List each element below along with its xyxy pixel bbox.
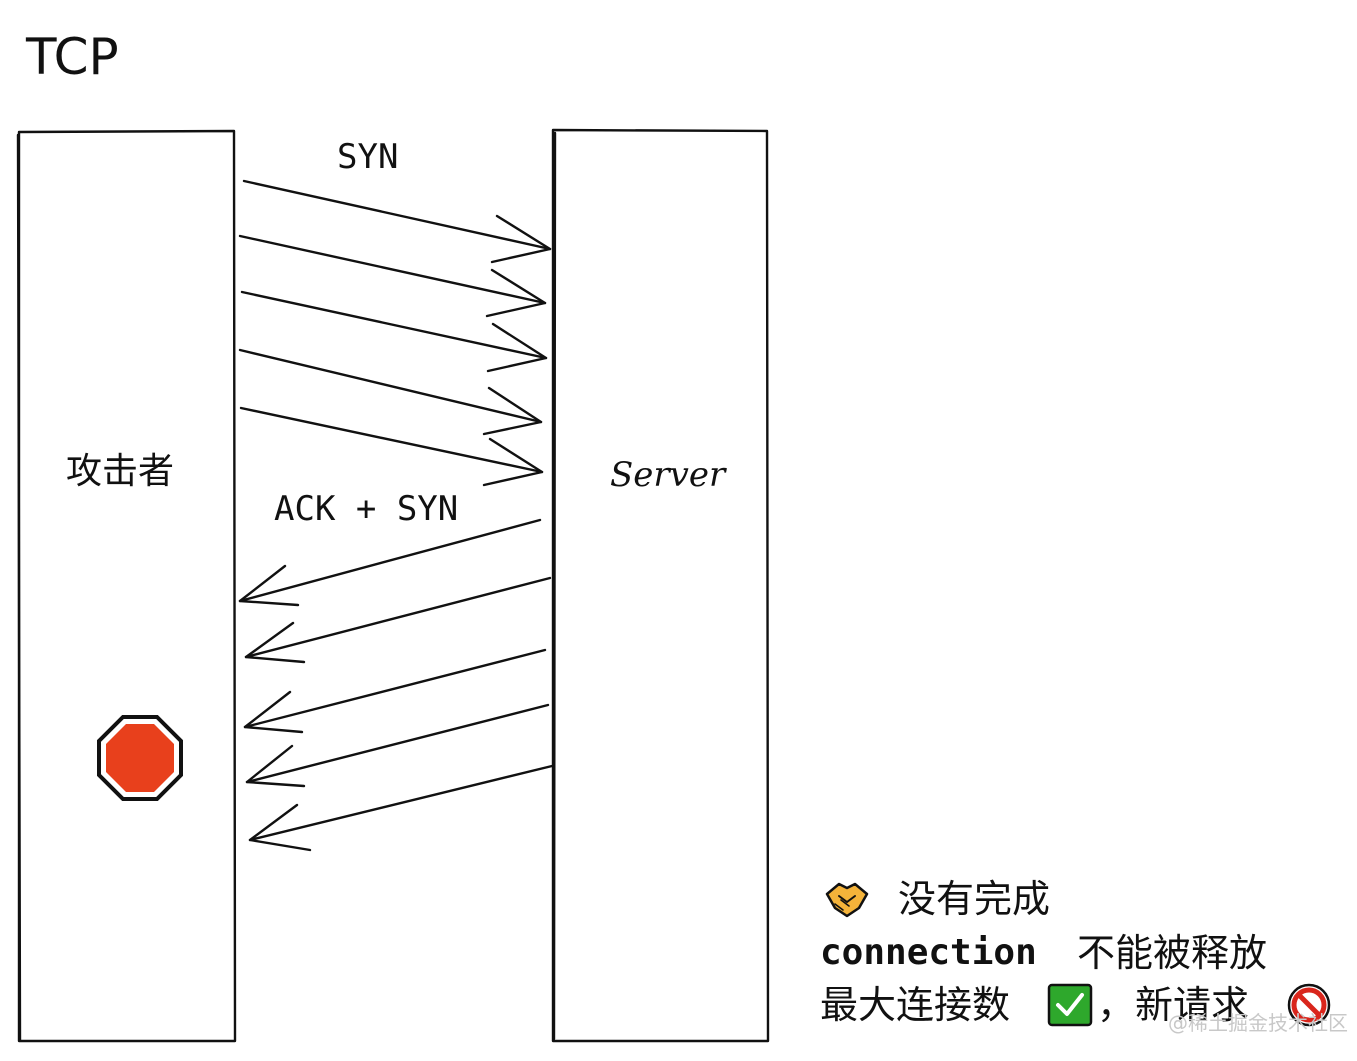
ack-syn-arrows (238, 518, 554, 852)
legend: 没有完成 connection 不能被释放 最大连接数 ，新请求 (820, 877, 1331, 1027)
attacker-label: 攻击者 (66, 451, 174, 492)
handshake-icon (825, 882, 869, 918)
server-box (551, 128, 770, 1043)
legend-line1-text: 没有完成 (898, 877, 1050, 921)
legend-line2-text: 不能被释放 (1077, 931, 1267, 975)
ack-syn-arrow (244, 576, 552, 664)
check-mark-button-icon (1047, 983, 1093, 1027)
ack-syn-label: ACK + SYN (274, 489, 458, 529)
syn-arrow (240, 290, 548, 373)
syn-arrow (242, 179, 552, 264)
syn-arrow (239, 406, 544, 487)
attacker-box (17, 129, 237, 1043)
ack-syn-arrow (238, 518, 542, 607)
watermark: @稀土掘金技术社区 (1168, 1011, 1348, 1035)
legend-line2-code: connection (820, 932, 1037, 973)
ack-syn-arrow (248, 764, 554, 852)
stop-sign-icon (97, 715, 183, 801)
legend-line3-sep: ，新请求 (1097, 983, 1249, 1027)
server-box-overstroke (552, 131, 557, 1041)
ack-syn-arrow (243, 648, 547, 734)
diagram-title: TCP (25, 28, 119, 86)
attacker-box-overstroke (16, 133, 22, 1042)
legend-line3-text: 最大连接数 (820, 983, 1010, 1027)
syn-label: SYN (337, 137, 398, 177)
server-label: Server (610, 455, 727, 495)
syn-arrow (238, 234, 547, 318)
syn-arrows (238, 179, 552, 487)
ack-syn-arrow (245, 703, 550, 788)
syn-arrow (238, 348, 543, 436)
prohibited-icon (1287, 983, 1331, 1027)
